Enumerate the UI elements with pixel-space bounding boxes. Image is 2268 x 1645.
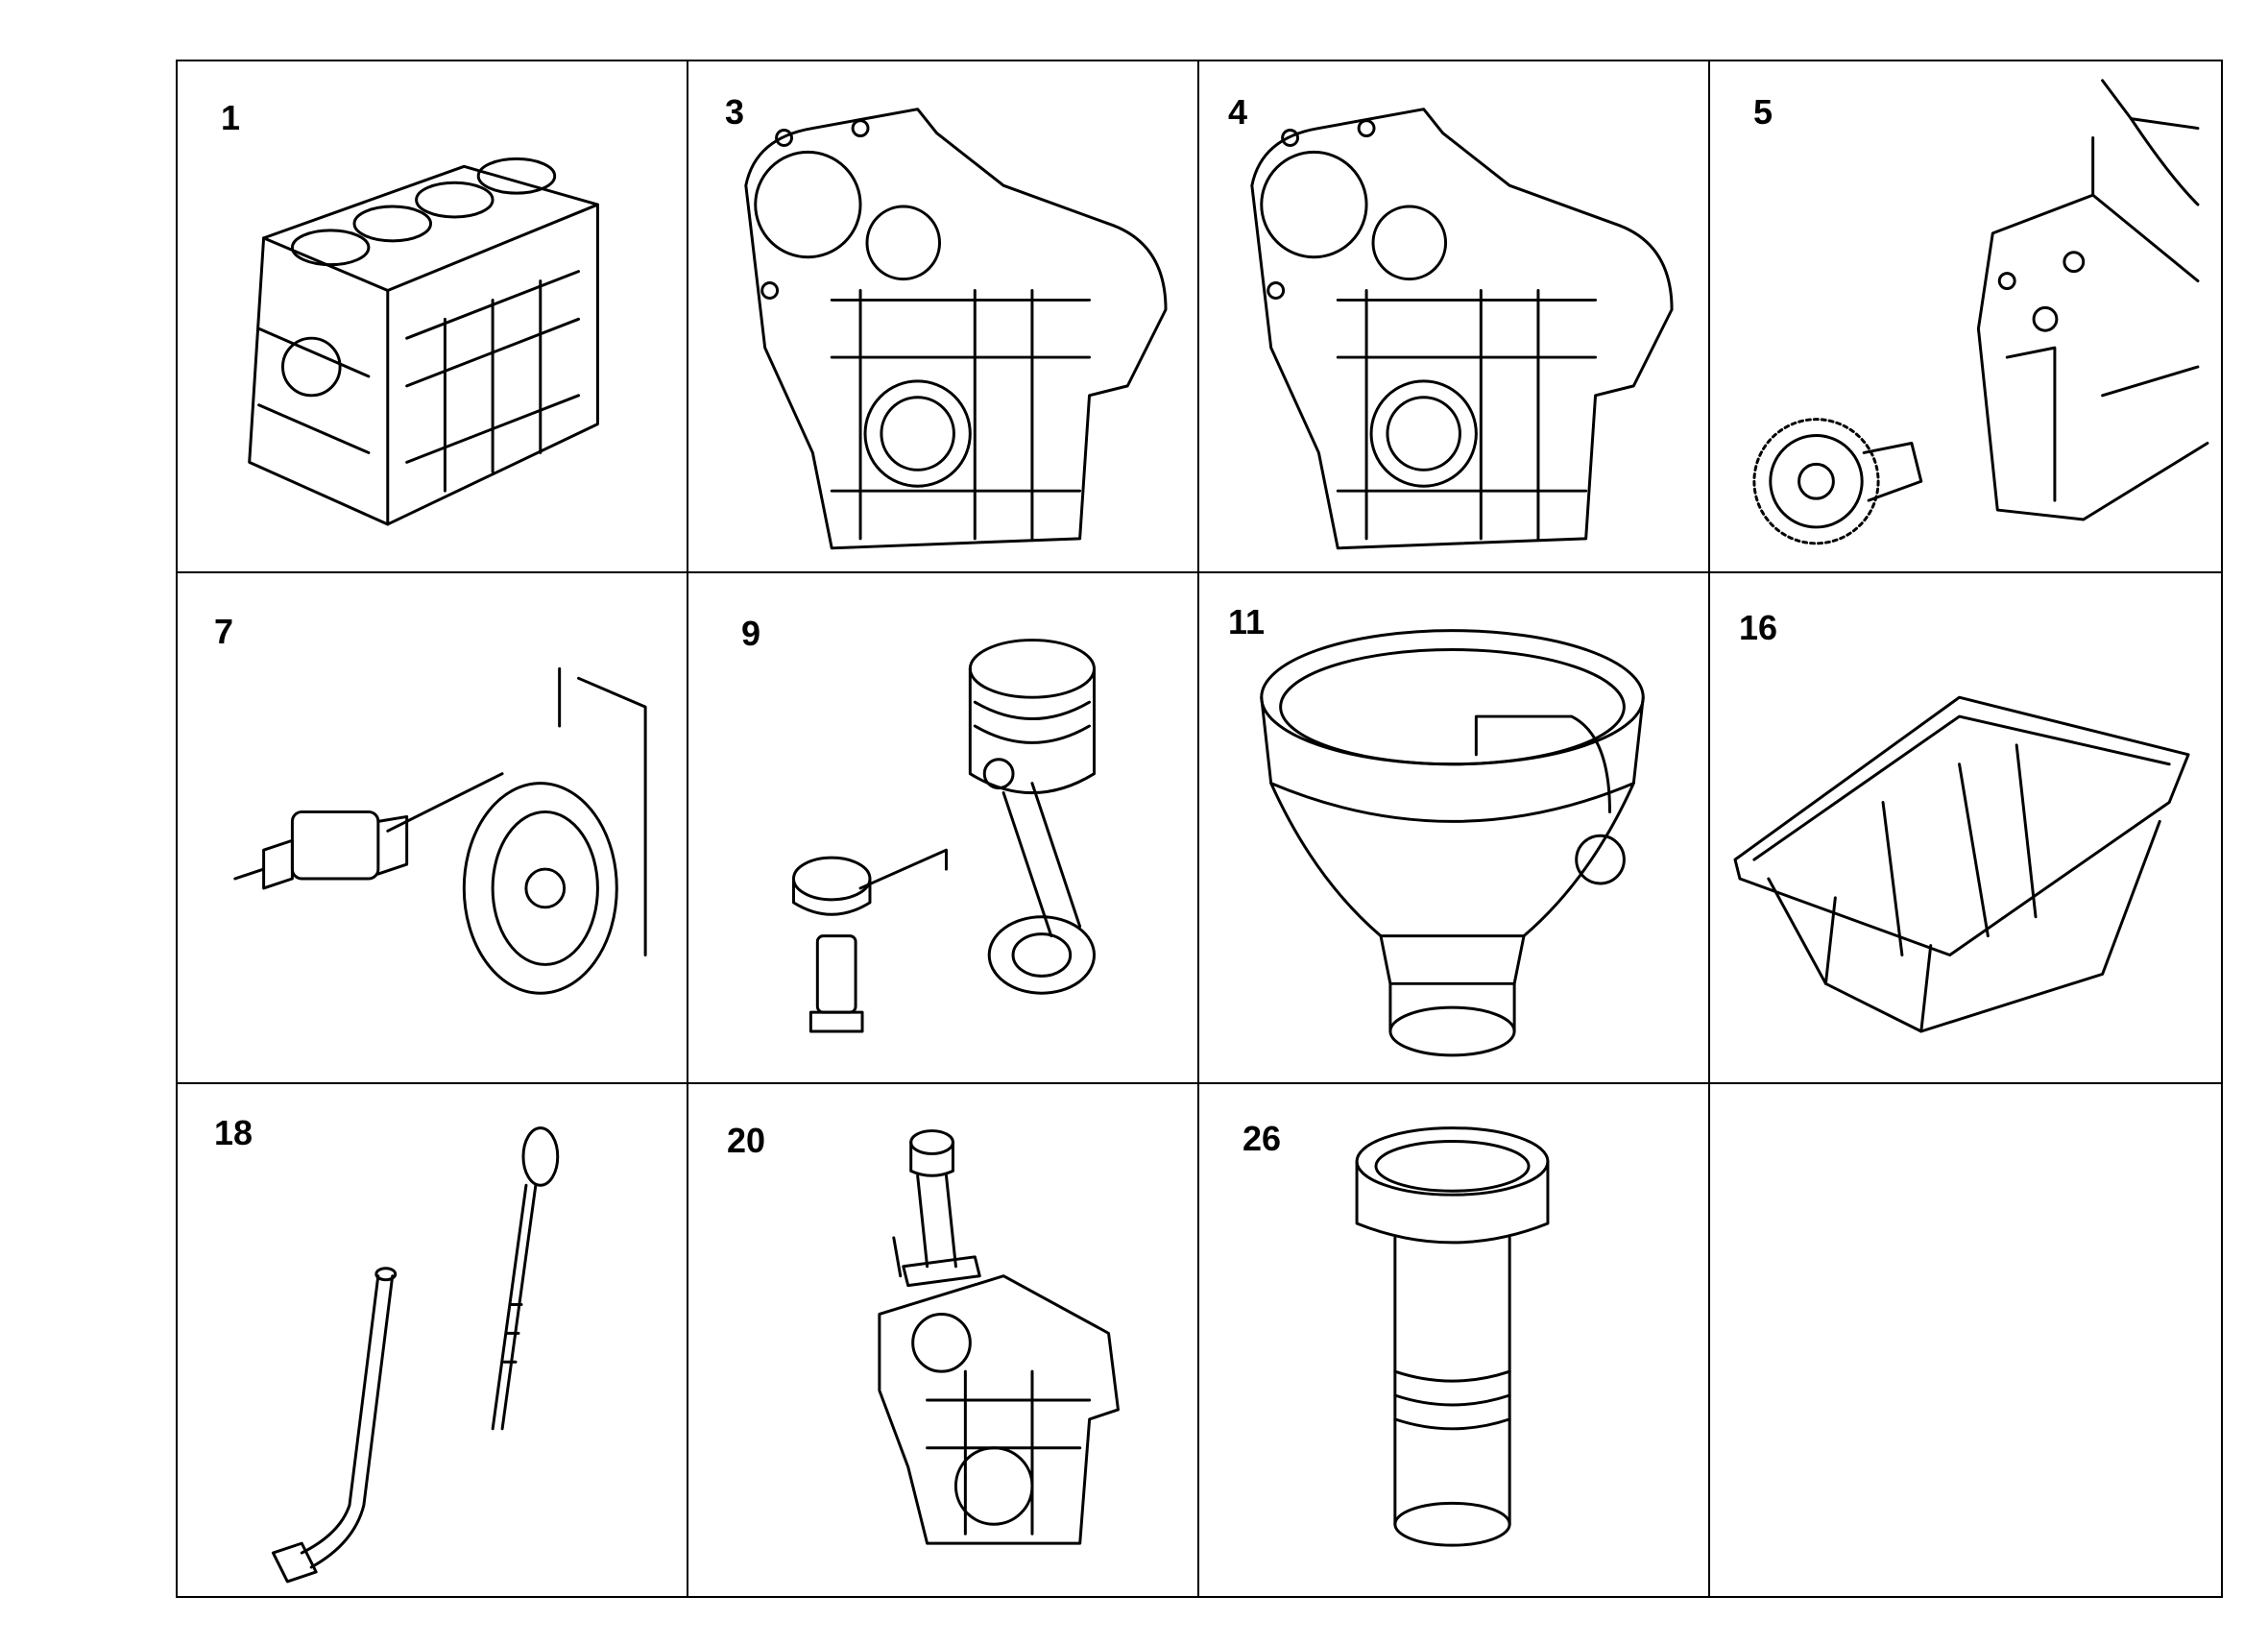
part-ref-number: 16 bbox=[1739, 607, 1778, 647]
part-ref-number: 1 bbox=[221, 98, 241, 137]
part-cell-5[interactable]: 5 bbox=[1710, 61, 2221, 573]
part-cell-16[interactable]: 16 bbox=[1710, 573, 2221, 1085]
sensor-pulley-icon bbox=[233, 666, 647, 995]
part-ref-number: 11 bbox=[1228, 601, 1266, 641]
oil-filler-pipe-icon bbox=[878, 1129, 1120, 1545]
part-ref-number: 7 bbox=[214, 611, 234, 651]
parts-grid: 1 3 4 bbox=[176, 60, 2223, 1598]
part-ref-number: 26 bbox=[1243, 1119, 1282, 1159]
part-cell-9[interactable]: 9 bbox=[688, 572, 1199, 1085]
part-cell-4[interactable]: 4 bbox=[1199, 61, 1710, 573]
part-cell-3[interactable]: 3 bbox=[688, 61, 1199, 573]
empty-cell bbox=[1710, 1084, 2221, 1596]
part-ref-number: 9 bbox=[741, 613, 761, 653]
part-cell-20[interactable]: 20 bbox=[688, 1084, 1199, 1596]
part-ref-number: 4 bbox=[1228, 92, 1248, 132]
part-cell-1[interactable]: 1 bbox=[178, 61, 688, 573]
part-cell-7[interactable]: 7 bbox=[178, 572, 688, 1085]
piston-rod-icon bbox=[791, 638, 1097, 1033]
dipstick-tube-icon bbox=[271, 1126, 560, 1584]
cylinder-block-icon bbox=[248, 157, 599, 526]
oil-pan-icon bbox=[1733, 695, 2190, 1033]
part-cell-18[interactable]: 18 bbox=[178, 1084, 688, 1596]
timing-cover-icon bbox=[744, 108, 1168, 550]
gear-wheel-icon bbox=[1752, 79, 2209, 545]
part-ref-number: 20 bbox=[727, 1121, 766, 1161]
part-ref-number: 3 bbox=[725, 92, 745, 132]
part-cell-26[interactable]: 26 bbox=[1199, 1084, 1710, 1596]
timing-cover-icon bbox=[1250, 108, 1674, 550]
cylinder-liner-icon bbox=[1355, 1126, 1550, 1547]
part-ref-number: 5 bbox=[1753, 92, 1773, 132]
part-ref-number: 18 bbox=[214, 1113, 253, 1153]
part-cell-11[interactable]: 11 bbox=[1199, 572, 1710, 1085]
oil-filler-housing-icon bbox=[1260, 628, 1645, 1056]
